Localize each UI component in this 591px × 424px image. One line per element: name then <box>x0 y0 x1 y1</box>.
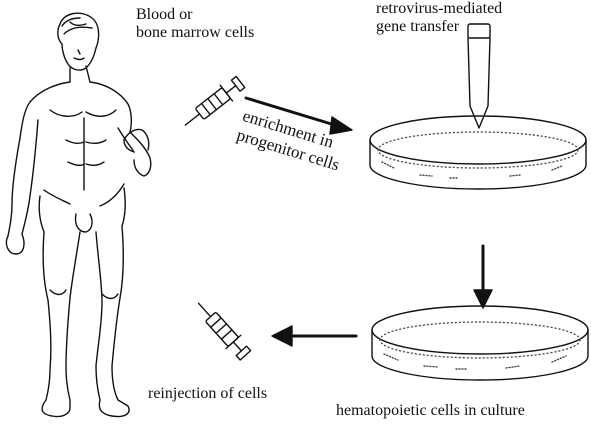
human-figure <box>6 13 150 416</box>
label-reinjection: reinjection of cells <box>148 385 267 403</box>
label-transfer-line2: gene transfer <box>376 18 502 36</box>
arrow-to-patient <box>272 326 356 346</box>
label-culture: hematopoietic cells in culture <box>336 402 525 420</box>
syringe-icon-reinject <box>191 297 253 362</box>
syringe-icon-draw <box>179 74 246 133</box>
pipette-icon <box>468 24 490 128</box>
arrow-down <box>474 246 492 308</box>
label-gene-transfer: retrovirus-mediated gene transfer <box>376 0 502 36</box>
label-source-line1: Blood or <box>136 6 254 24</box>
label-source-line2: bone marrow cells <box>136 24 254 42</box>
label-source-cells: Blood or bone marrow cells <box>136 6 254 42</box>
label-transfer-line1: retrovirus-mediated <box>376 0 502 18</box>
culture-dish-bottom <box>372 306 588 380</box>
